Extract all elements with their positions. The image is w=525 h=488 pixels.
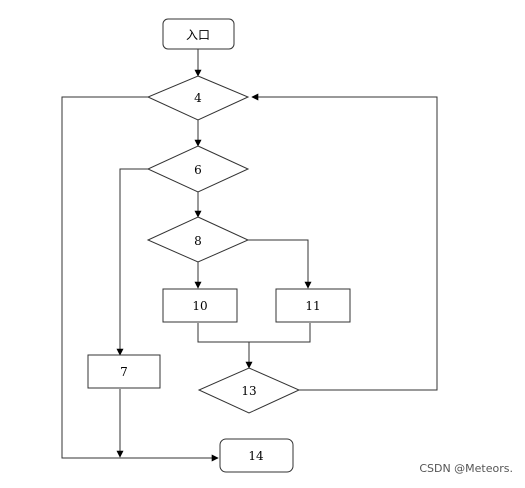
node-6-diamond bbox=[146, 145, 250, 193]
node-entry-label: 入口 bbox=[186, 28, 210, 42]
node-11-box bbox=[275, 288, 351, 323]
node-6-label: 6 bbox=[194, 163, 202, 177]
node-13-label: 13 bbox=[241, 384, 256, 398]
node-11-label: 11 bbox=[305, 299, 320, 313]
node-10-box bbox=[162, 288, 238, 323]
labels: 入口 4 6 8 10 11 7 13 14 bbox=[120, 28, 320, 463]
watermark-text: CSDN @Meteors. bbox=[419, 462, 513, 475]
node-7-label: 7 bbox=[120, 365, 128, 379]
node-8-diamond bbox=[146, 216, 250, 263]
node-13-diamond bbox=[197, 367, 301, 414]
node-8-label: 8 bbox=[194, 234, 202, 248]
node-7-box bbox=[87, 354, 161, 389]
node-4-diamond bbox=[146, 75, 250, 121]
edge-8-to-11 bbox=[248, 239, 312, 289]
edge-4-to-14 bbox=[61, 96, 219, 462]
node-4-label: 4 bbox=[194, 91, 202, 105]
edge-11-to-13 bbox=[249, 323, 311, 343]
edge-13-loop-to-4 bbox=[251, 93, 438, 391]
nodes bbox=[87, 18, 351, 473]
edge-6-to-7 bbox=[116, 168, 148, 356]
edge-10-to-13 bbox=[197, 323, 249, 343]
node-14-box bbox=[219, 438, 294, 473]
edges bbox=[61, 49, 438, 462]
node-14-label: 14 bbox=[248, 449, 264, 463]
node-10-label: 10 bbox=[192, 299, 207, 313]
node-entry-box bbox=[162, 18, 235, 50]
